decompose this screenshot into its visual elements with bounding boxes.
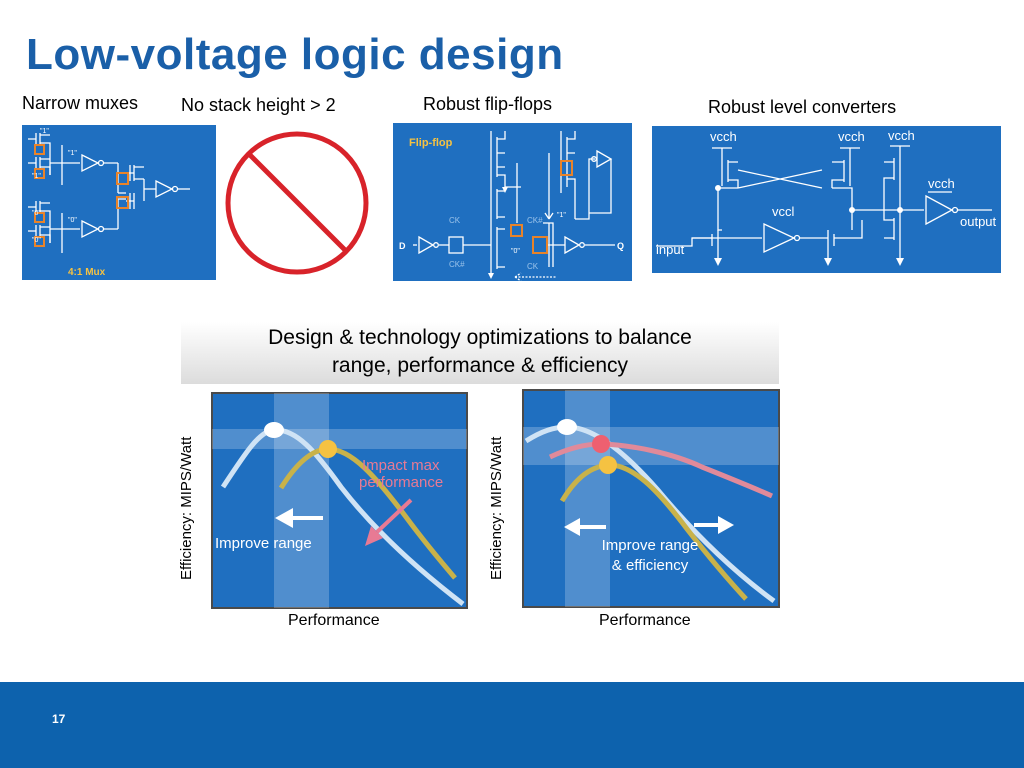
flip-flop-panel: Flip-flop D Q "1" "0" CK CK# CK# CK <box>393 123 632 281</box>
banner-line-2: range, performance & efficiency <box>331 354 629 377</box>
left-chart-range-arrow <box>275 508 323 528</box>
ff-ck-bottom-right: CK <box>527 262 539 271</box>
left-chart-impact-arrow <box>365 498 413 546</box>
mux-node-label-1: "1" <box>68 150 77 157</box>
page-number: 17 <box>52 712 66 726</box>
ff-node-one: "1" <box>557 212 566 219</box>
left-chart-peak-baseline <box>264 422 284 438</box>
right-chart-curve-baseline <box>524 424 776 604</box>
level-converter-schematic: vcch vcch vcch vcch vccl input output <box>656 128 997 266</box>
ff-ck-top-left: CK <box>449 216 461 225</box>
no-sign-slash <box>247 152 348 253</box>
level-converter-panel: vcch vcch vcch vcch vccl input output <box>652 126 1001 273</box>
mux-input-label-2: "1" <box>32 173 41 180</box>
mux-input-label-1: "1" <box>40 128 49 135</box>
flip-flop-title: Flip-flop <box>409 137 453 149</box>
mux-schematic: "1" "1" "0" "0" "1" "0" 4:1 Mux <box>28 128 190 278</box>
optimization-banner: Design & technology optimizations to bal… <box>181 322 779 384</box>
right-chart-peak-efficiency <box>592 435 610 453</box>
ff-node-zero: "0" <box>511 248 520 255</box>
caption-robust-level-converters: Robust level converters <box>708 97 897 117</box>
flip-flop-schematic: Flip-flop D Q "1" "0" CK CK# CK# CK <box>399 131 624 281</box>
left-chart-impact-line-1: Impact max <box>362 457 440 474</box>
lc-output-label: output <box>960 214 997 229</box>
caption-narrow-muxes: Narrow muxes <box>22 93 139 113</box>
lc-input-label: input <box>656 242 685 257</box>
left-chart-curve-improved <box>278 446 457 580</box>
left-chart-xlabel: Performance <box>288 612 380 629</box>
right-chart-xlabel: Performance <box>599 612 691 629</box>
lc-vccl-label: vccl <box>772 204 795 219</box>
stacked-transistors-schematic <box>263 133 322 270</box>
right-chart-range-line-1: Improve range <box>602 537 699 554</box>
left-chart: Impact max performance Improve range <box>211 392 468 609</box>
left-chart-ylabel: Efficiency: MIPS/Watt <box>178 436 195 580</box>
mux-node-label-2: "0" <box>68 217 77 224</box>
banner-line-1: Design & technology optimizations to bal… <box>268 326 692 349</box>
caption-no-stack: No stack height > 2 <box>181 95 336 115</box>
right-chart-range-line-2: & efficiency <box>612 557 689 574</box>
right-chart-curve-improved <box>559 462 748 601</box>
no-stack-sign <box>225 131 369 276</box>
ff-ck-bottom-left: CK# <box>449 260 465 269</box>
mux-label: 4:1 Mux <box>68 267 106 278</box>
left-chart-curve-baseline <box>220 427 465 606</box>
left-chart-range-label: Improve range <box>215 535 312 552</box>
caption-robust-flip-flops: Robust flip-flops <box>423 94 553 114</box>
mux-input-label-3: "0" <box>32 210 41 217</box>
footer-bar <box>0 682 1024 768</box>
right-chart-peak-improved <box>599 456 617 474</box>
lc-vcch-label-3: vcch <box>888 128 915 143</box>
lc-vcch-label-1: vcch <box>710 129 737 144</box>
right-chart-curve-efficiency <box>548 441 774 499</box>
right-chart-peak-baseline <box>557 419 577 435</box>
ff-d-label: D <box>399 241 406 251</box>
slide-title: Low-voltage logic design <box>26 30 564 79</box>
left-chart-vertical-band <box>274 393 329 608</box>
no-sign-circle <box>225 131 369 275</box>
right-chart-ylabel: Efficiency: MIPS/Watt <box>488 436 505 580</box>
left-chart-impact-line-2: performance <box>359 474 443 491</box>
left-chart-peak-improved <box>319 440 337 458</box>
mux-panel: "1" "1" "0" "0" "1" "0" 4:1 Mux <box>22 125 216 280</box>
lc-vcch-label-4: vcch <box>928 176 955 191</box>
ff-q-label: Q <box>617 241 624 251</box>
mux-input-label-4: "0" <box>32 237 41 244</box>
ff-ck-top-right: CK# <box>527 216 543 225</box>
right-chart: Improve range & efficiency <box>522 389 780 608</box>
lc-vcch-label-2: vcch <box>838 129 865 144</box>
right-chart-right-arrow <box>694 516 734 534</box>
right-chart-left-arrow <box>564 518 606 536</box>
